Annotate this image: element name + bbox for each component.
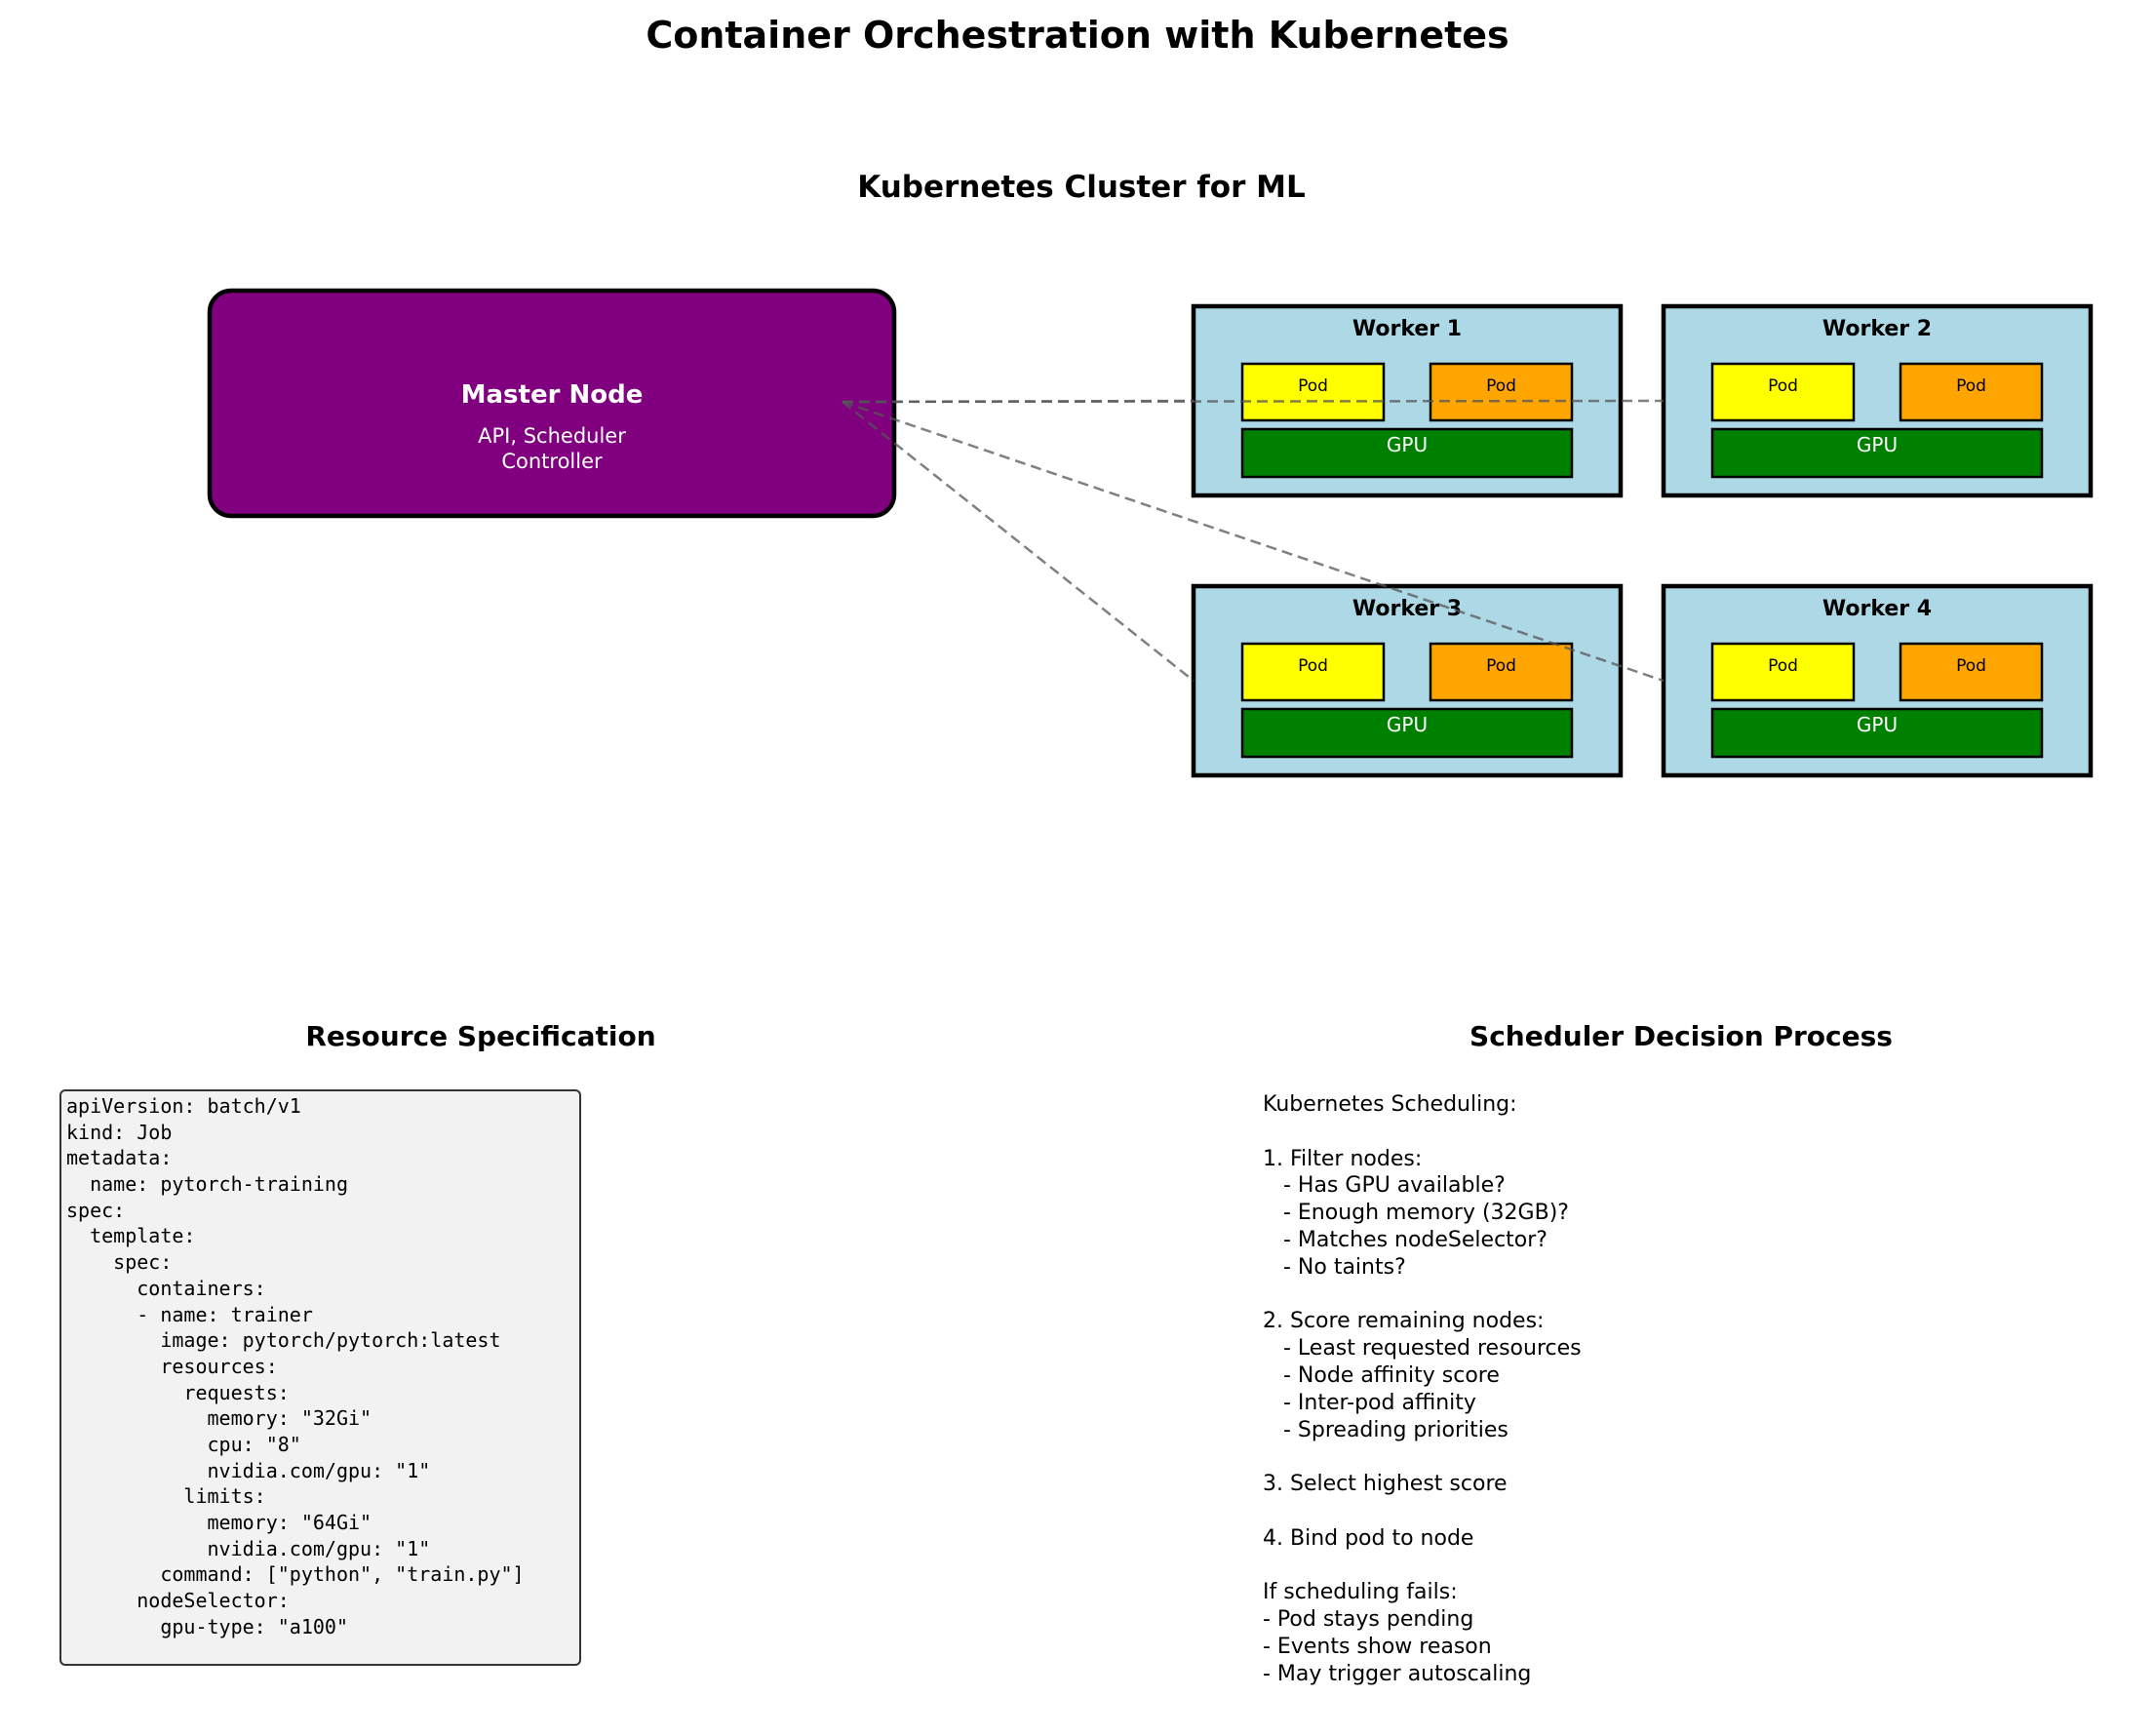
code-line: requests: (66, 1380, 290, 1404)
scheduler-line: If scheduling fails: (1263, 1580, 1458, 1605)
gpu-label: GPU (1387, 433, 1428, 456)
scheduler-line: - Spreading priorities (1263, 1417, 1508, 1442)
code-line: limits: (66, 1484, 266, 1509)
connection-line (842, 400, 1665, 683)
code-line: command: ["python", "train.py"] (66, 1562, 525, 1587)
master-node: Master Node API, Scheduler Controller (207, 288, 897, 519)
code-line: nvidia.com/gpu: "1" (66, 1536, 431, 1560)
gpu-box (1710, 707, 2044, 759)
scheduler-line (1263, 1443, 1582, 1471)
master-node-subtitle-1: API, Scheduler (478, 424, 626, 448)
gpu-box (1240, 427, 1574, 479)
worker-title: Worker 4 (1822, 597, 1932, 621)
pod-label: Pod (1768, 376, 1798, 396)
pod-box (1899, 642, 2044, 702)
pod-label: Pod (1768, 656, 1798, 676)
gpu-box (1240, 707, 1574, 759)
scheduler-line: - Events show reason (1263, 1634, 1492, 1659)
pod-label: Pod (1486, 376, 1516, 396)
scheduler-line: - Has GPU available? (1263, 1173, 1506, 1199)
scheduler-line: - Inter-pod affinity (1263, 1390, 1476, 1415)
pod-box (1240, 642, 1386, 702)
scheduler-line: - Node affinity score (1263, 1362, 1500, 1388)
cluster-title: Kubernetes Cluster for ML (857, 170, 1306, 205)
scheduler-line: - Enough memory (32GB)? (1263, 1201, 1569, 1226)
pod-label: Pod (1956, 376, 1986, 396)
pod-label: Pod (1298, 376, 1328, 396)
connections (842, 399, 1665, 683)
scheduler-line: - Pod stays pending (1263, 1607, 1474, 1633)
code-line: name: pytorch-training (66, 1172, 348, 1197)
scheduler-line: - May trigger autoscaling (1263, 1661, 1532, 1686)
code-line: apiVersion: batch/v1 (66, 1094, 301, 1118)
scheduler-line (1263, 1553, 1582, 1580)
pod-box (1429, 362, 1574, 422)
code-line: kind: Job (66, 1120, 173, 1144)
pod-label: Pod (1298, 656, 1328, 676)
scheduler-line: 4. Bind pod to node (1263, 1525, 1474, 1551)
scheduler-line (1263, 1119, 1582, 1146)
pod-box (1240, 362, 1386, 422)
scheduler-line: 1. Filter nodes: (1263, 1146, 1423, 1171)
master-node-title: Master Node (461, 380, 644, 410)
pod-label: Pod (1486, 656, 1516, 676)
scheduler-line (1263, 1498, 1582, 1525)
gpu-box (1710, 427, 2044, 479)
code-line: resources: (66, 1354, 278, 1378)
scheduler-line: - Least requested resources (1263, 1336, 1582, 1361)
code-line: template: (66, 1224, 196, 1248)
gpu-label: GPU (1387, 713, 1428, 736)
pod-box (1429, 642, 1574, 702)
code-line: - name: trainer (66, 1302, 313, 1326)
scheduler-line: 3. Select highest score (1263, 1472, 1508, 1497)
code-line: memory: "32Gi" (66, 1406, 372, 1431)
gpu-label: GPU (1857, 713, 1898, 736)
master-node-subtitle-2: Controller (501, 450, 603, 473)
worker-title: Worker 1 (1352, 317, 1462, 341)
scheduler-title: Scheduler Decision Process (1469, 1020, 1893, 1052)
code-line: cpu: "8" (66, 1432, 301, 1456)
pod-box (1899, 362, 2044, 422)
resource-spec-title: Resource Specification (305, 1020, 656, 1052)
pod-box (1710, 642, 1856, 702)
code-line: nvidia.com/gpu: "1" (66, 1458, 431, 1482)
figure-title: Container Orchestration with Kubernetes (646, 14, 1509, 57)
scheduler-line (1263, 1282, 1582, 1309)
scheduler-line: 2. Score remaining nodes: (1263, 1309, 1545, 1334)
code-line: metadata: (66, 1146, 173, 1170)
code-line: containers: (66, 1276, 266, 1300)
scheduler-line: - Matches nodeSelector? (1263, 1227, 1548, 1252)
cluster-diagram: Master Node API, Scheduler Controller Wo… (207, 288, 2094, 778)
resource-spec-box (59, 1089, 581, 1666)
code-line: image: pytorch/pytorch:latest (66, 1328, 501, 1353)
gpu-label: GPU (1857, 433, 1898, 456)
connection-line (842, 399, 1665, 404)
master-node-box (207, 288, 897, 519)
worker-title: Worker 3 (1352, 597, 1462, 621)
scheduler-text: Kubernetes Scheduling: 1. Filter nodes: -… (1263, 1091, 1582, 1688)
pod-box (1710, 362, 1856, 422)
code-line: gpu-type: "a100" (66, 1614, 348, 1638)
scheduler-line: - No taints? (1263, 1254, 1406, 1280)
pod-label: Pod (1956, 656, 1986, 676)
code-line: nodeSelector: (66, 1589, 290, 1613)
code-line: spec: (66, 1198, 126, 1222)
code-line: spec: (66, 1250, 173, 1275)
worker-title: Worker 2 (1822, 317, 1932, 341)
code-line: memory: "64Gi" (66, 1511, 372, 1534)
scheduler-line: Kubernetes Scheduling: (1263, 1092, 1517, 1117)
connection-line (842, 401, 1195, 682)
